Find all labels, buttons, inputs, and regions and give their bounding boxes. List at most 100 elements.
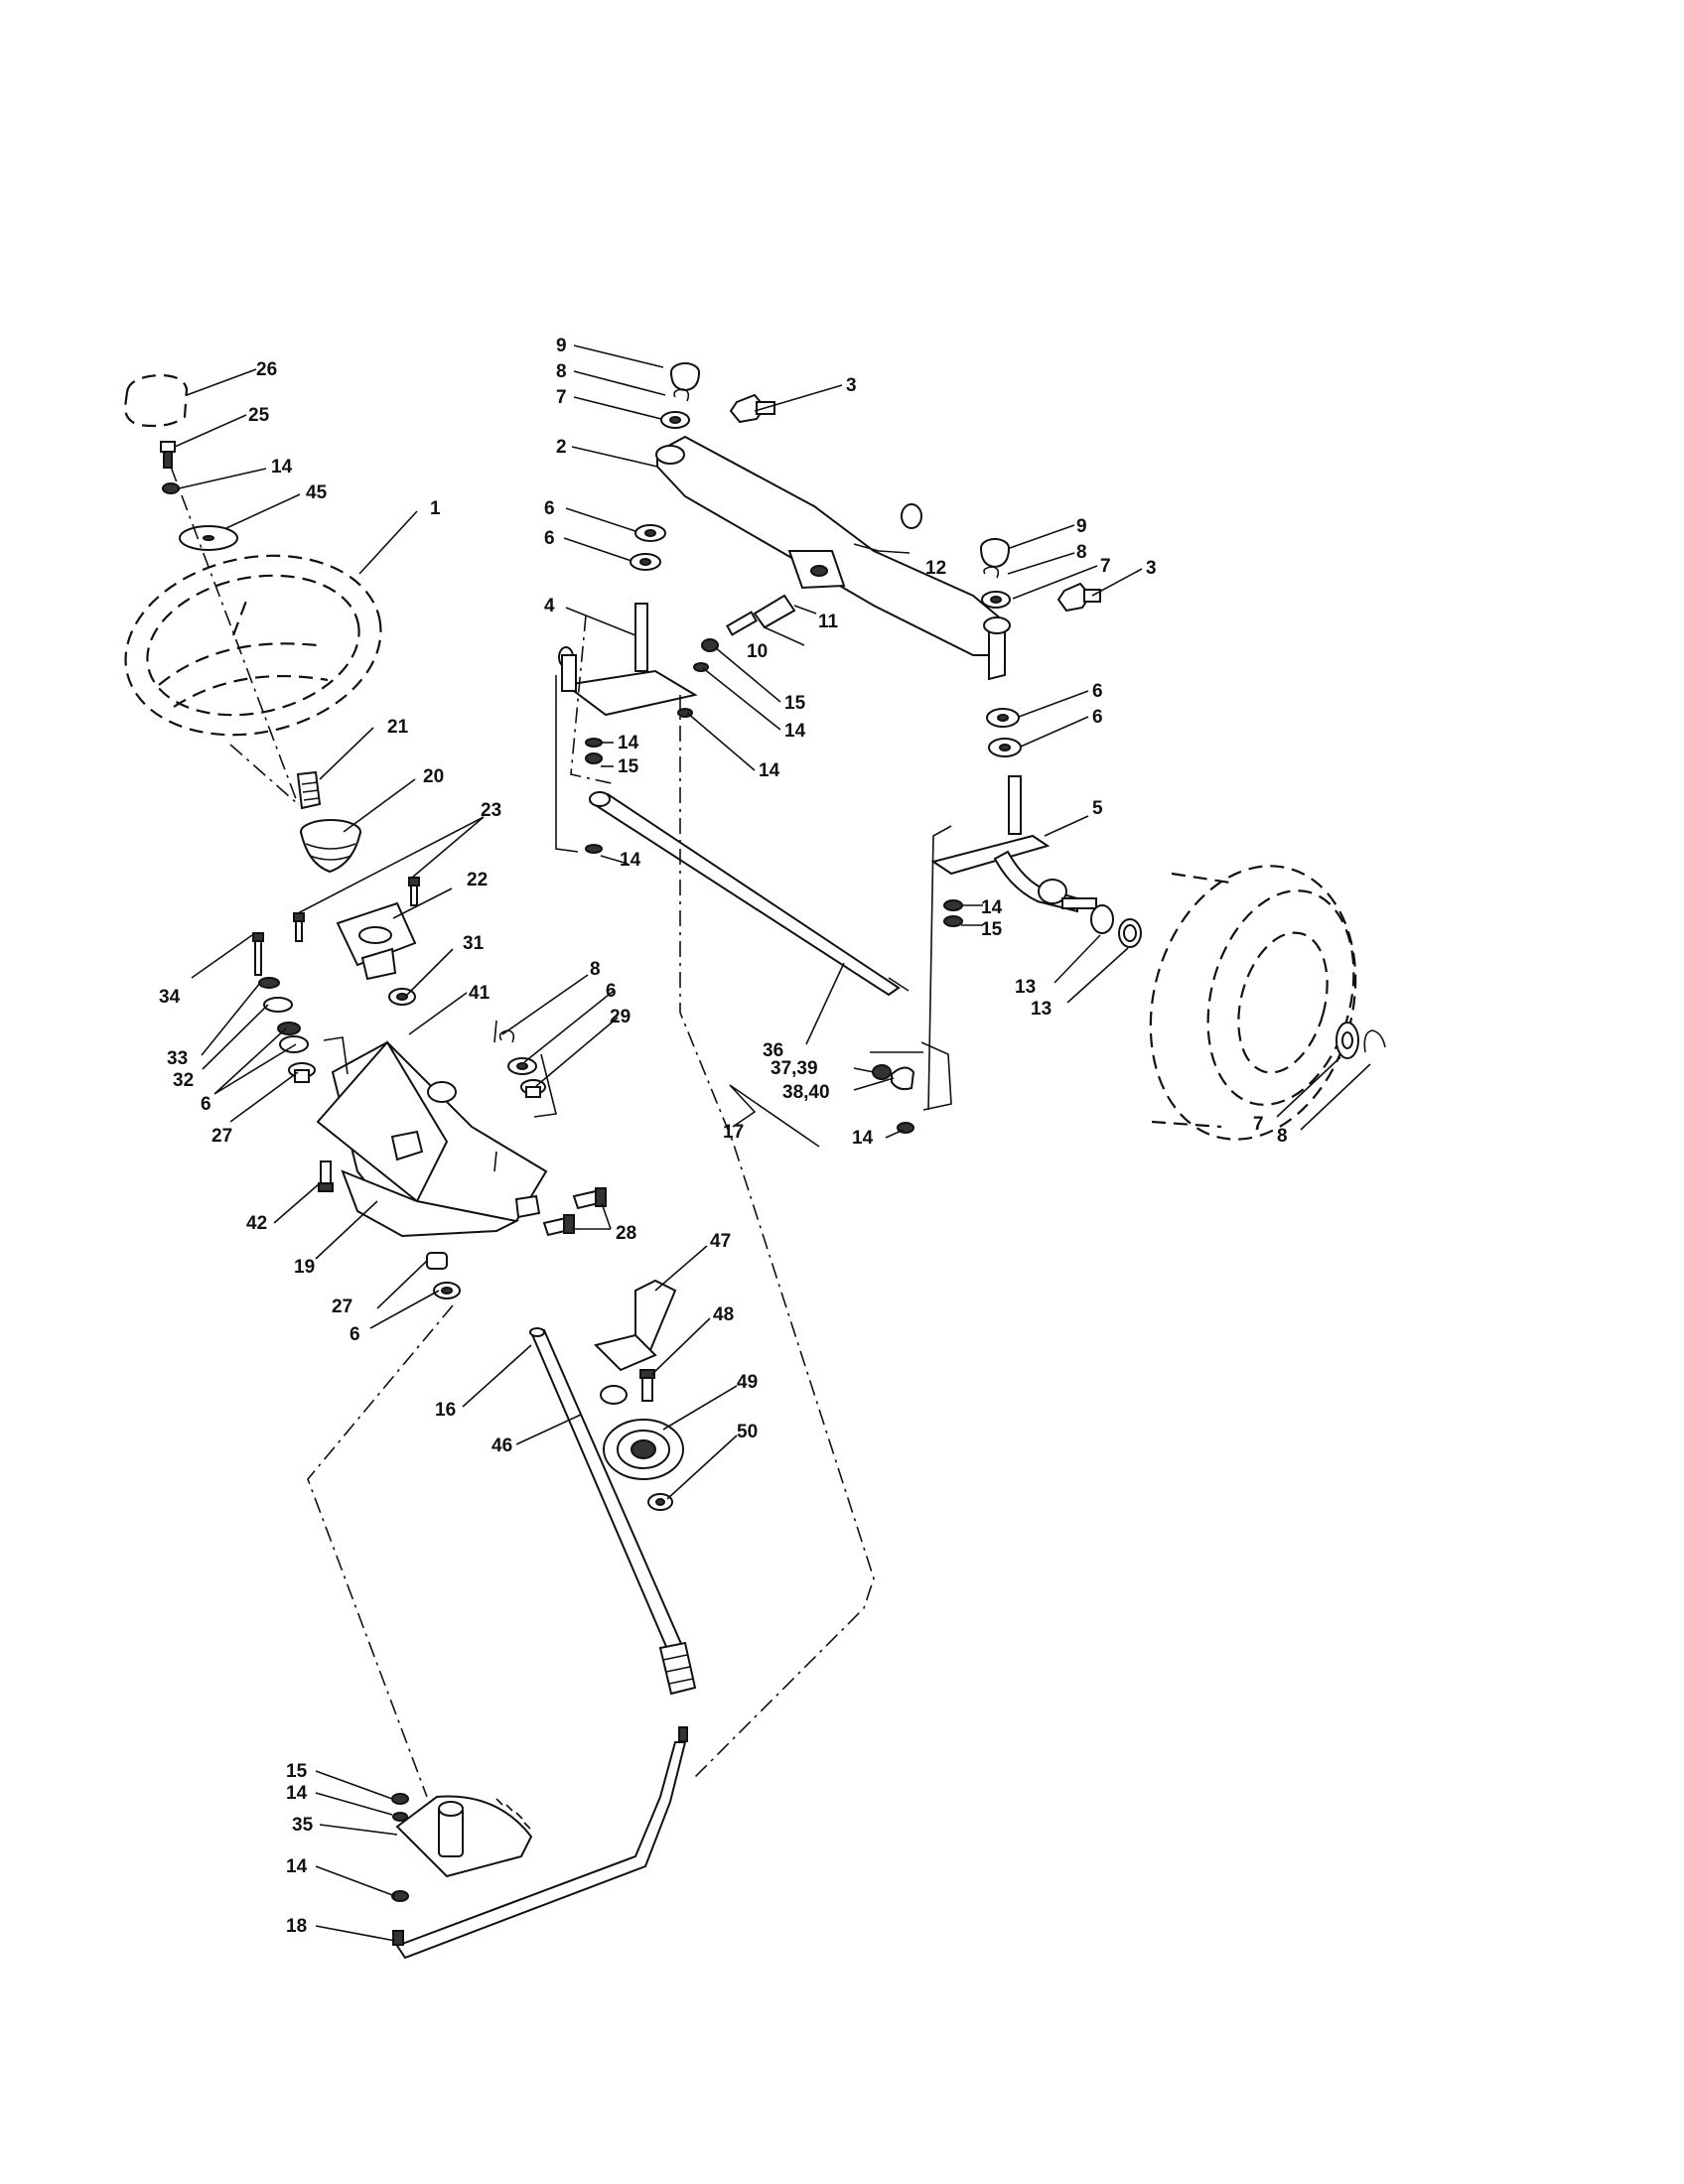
leader-lines <box>174 344 1371 1942</box>
bushing-housing-22 <box>336 901 417 981</box>
nut-3-right <box>1056 582 1101 613</box>
callout-38-40: 38,40 <box>782 1082 830 1103</box>
callout-15: 15 <box>784 693 806 714</box>
callout-26: 26 <box>256 359 277 380</box>
screws-23 <box>293 877 420 942</box>
callout-8: 8 <box>556 361 567 382</box>
pivot-bolt-11 <box>726 594 796 636</box>
callout-6: 6 <box>1092 707 1103 728</box>
steering-shaft-16 <box>529 1327 697 1696</box>
idler-bracket-47 <box>594 1279 677 1372</box>
callout-27: 27 <box>332 1297 352 1317</box>
clip-washer-bushing-29 <box>498 1029 546 1098</box>
callout-1: 1 <box>430 498 441 519</box>
callout-31: 31 <box>463 933 485 954</box>
sector-gear-35 <box>395 1795 533 1878</box>
callout-2: 2 <box>556 437 567 458</box>
steering-bracket-19 <box>316 1040 548 1238</box>
callout-8: 8 <box>590 959 601 980</box>
callout-labels: 26 25 14 45 1 21 20 23 22 31 34 33 32 6 … <box>159 336 1288 1937</box>
callout-7: 7 <box>1253 1114 1264 1135</box>
washers-mid <box>585 638 719 854</box>
callout-14: 14 <box>784 721 806 742</box>
callout-14: 14 <box>618 733 639 753</box>
callout-9: 9 <box>556 336 567 356</box>
callout-32: 32 <box>173 1070 194 1091</box>
callout-36: 36 <box>763 1040 783 1061</box>
callout-48: 48 <box>713 1304 734 1325</box>
callout-16: 16 <box>435 1400 456 1421</box>
callout-15: 15 <box>286 1761 308 1782</box>
callout-34: 34 <box>159 987 181 1008</box>
drag-link-18 <box>392 1726 688 1960</box>
callout-6: 6 <box>606 981 617 1002</box>
callout-22: 22 <box>467 870 488 890</box>
callout-13: 13 <box>1015 977 1036 998</box>
callout-5: 5 <box>1092 798 1103 819</box>
callout-15: 15 <box>618 756 639 777</box>
bolt-48 <box>639 1369 655 1402</box>
washer-14 <box>162 482 180 494</box>
callout-14: 14 <box>759 760 780 781</box>
tie-rod-end <box>872 1064 915 1134</box>
nut-50 <box>647 1493 673 1511</box>
callout-14: 14 <box>620 850 641 871</box>
callout-6: 6 <box>1092 681 1103 702</box>
bushing-27-lower <box>426 1252 461 1299</box>
callout-6: 6 <box>201 1094 211 1115</box>
callout-25: 25 <box>248 405 270 426</box>
callout-4: 4 <box>544 596 555 616</box>
callout-14: 14 <box>852 1128 874 1149</box>
callout-28: 28 <box>616 1223 636 1244</box>
bolt-25 <box>160 441 176 469</box>
callout-11: 11 <box>818 612 839 632</box>
bolt-34 <box>252 932 264 976</box>
callout-10: 10 <box>747 641 768 662</box>
callout-7: 7 <box>556 387 567 408</box>
washers-left-bottom <box>391 1793 409 1902</box>
callout-41: 41 <box>469 983 491 1004</box>
bolt-42 <box>318 1160 334 1192</box>
washer-stack-left <box>258 977 316 1083</box>
nut-3-top <box>729 393 775 424</box>
callout-8: 8 <box>1076 542 1087 563</box>
callout-6: 6 <box>350 1324 360 1345</box>
idler-pulley-49 <box>600 1385 684 1480</box>
callout-9: 9 <box>1076 516 1087 537</box>
steering-boot-20 <box>300 819 361 874</box>
washer-7-clip-8-wheel <box>1335 1022 1386 1059</box>
washers-6-left <box>630 524 666 571</box>
spindle-4 <box>558 603 698 717</box>
callout-6: 6 <box>544 498 555 519</box>
front-axle-2 <box>655 435 1011 681</box>
callout-33: 33 <box>167 1048 188 1069</box>
callout-8: 8 <box>1277 1126 1288 1147</box>
callout-50: 50 <box>737 1422 758 1442</box>
spindle-5 <box>930 775 1097 913</box>
axle-cap-right <box>980 538 1011 609</box>
callout-12: 12 <box>925 558 946 579</box>
callout-47: 47 <box>710 1231 731 1252</box>
callout-20: 20 <box>423 766 444 787</box>
steering-wheel <box>124 554 382 737</box>
callout-15: 15 <box>981 919 1003 940</box>
washers-6-right <box>986 708 1022 757</box>
callout-46: 46 <box>491 1435 512 1456</box>
callout-49: 49 <box>737 1372 758 1393</box>
callout-29: 29 <box>610 1007 631 1027</box>
callout-13: 13 <box>1031 999 1052 1020</box>
callout-27: 27 <box>211 1126 232 1147</box>
nut-12 <box>901 503 922 529</box>
washers-14-15-right <box>943 899 963 927</box>
callout-23: 23 <box>481 800 501 821</box>
washer-45 <box>179 525 238 551</box>
steering-adapter-21 <box>296 770 322 810</box>
callout-45: 45 <box>306 482 328 503</box>
knob-cap <box>123 373 189 428</box>
callout-14: 14 <box>271 457 293 478</box>
callout-21: 21 <box>387 717 409 738</box>
bolts-28 <box>542 1187 607 1237</box>
tie-rod-36 <box>588 791 910 997</box>
axle-cap-top-left <box>660 362 700 429</box>
